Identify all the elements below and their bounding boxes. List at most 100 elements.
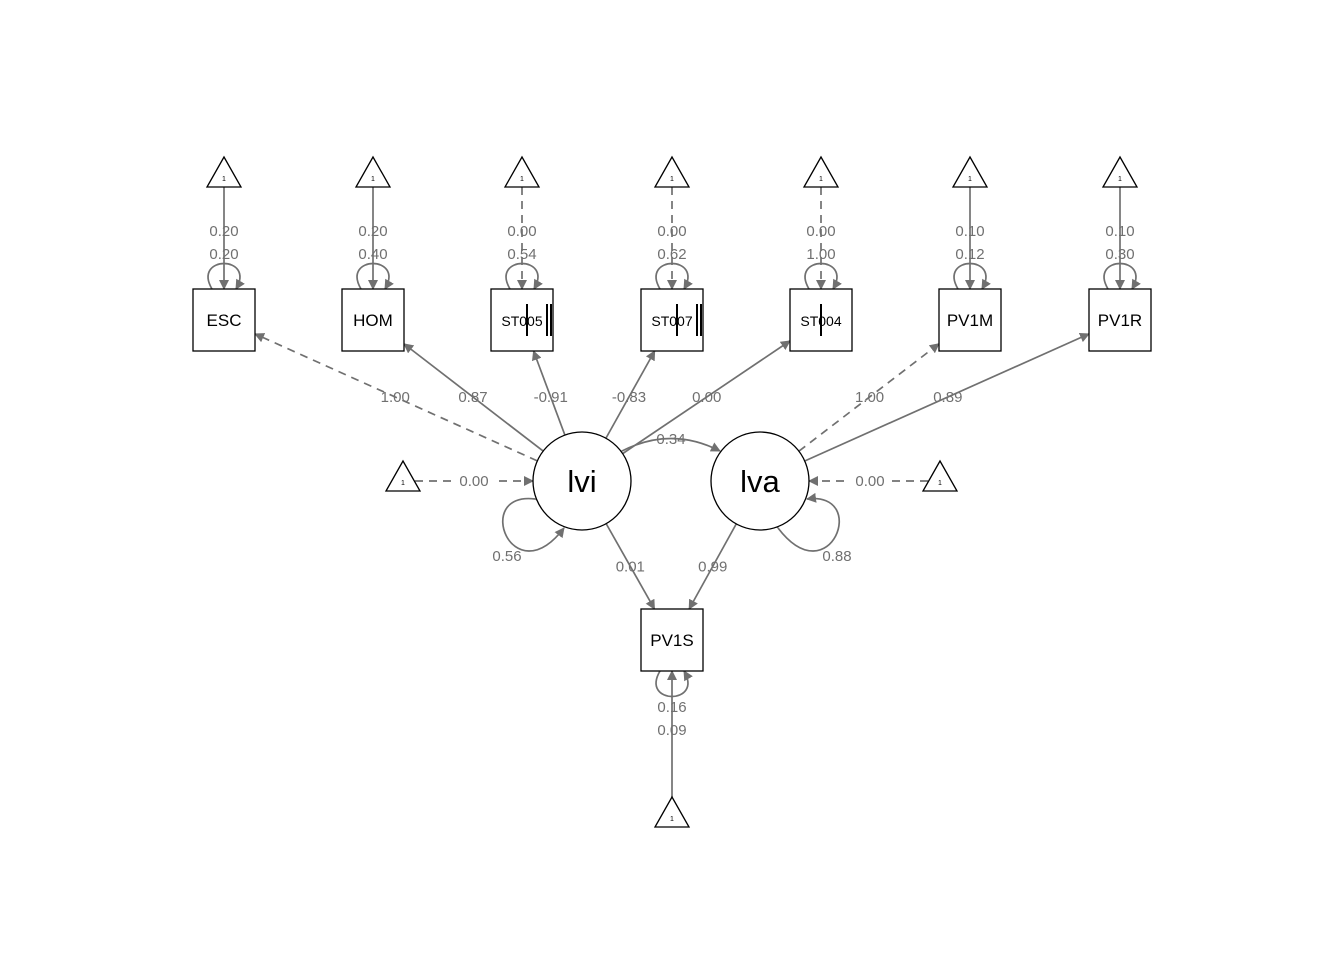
variance-label-lva: 0.88 [822,548,851,565]
loading-label-lva-PV1M: 1.00 [855,389,884,406]
loading-edge-lvi-ST005 [532,350,566,436]
intercept-label-PV1S: 0.09 [657,722,686,739]
intercept-triangle-ST004-label: 1 [819,176,823,183]
latent-node-lva: lva [710,431,810,531]
intercept-triangle-ST007: 1 [653,155,691,188]
intercept-triangle-PV1S: 1 [653,795,691,828]
intercept-label-ST007: 0.00 [657,223,686,240]
indicator-node-PV1M: PV1M [938,288,1002,352]
intercept-triangle-lva: 1 [921,459,959,492]
residual-label-ST005: 0.54 [507,246,536,263]
loading-label-lva-PV1R: 0.89 [933,389,962,406]
intercept-label-ESC: 0.20 [209,223,238,240]
latent-intercept-label-bg-lvi [454,472,494,490]
residual-label-ST004: 1.00 [806,246,835,263]
intercept-triangle-PV1S-shape [653,795,691,828]
loading-edge-lvi-PV1S [605,523,656,610]
residual-label-PV1M: 0.12 [955,246,984,263]
latent-node-lvi: lvi [532,431,632,531]
intercept-triangle-ST004-shape [802,155,840,188]
intercept-triangle-PV1S-label: 1 [670,816,674,823]
indicator-label-PV1R: PV1R [1098,311,1142,330]
indicator-box-PV1M [938,288,1002,352]
indicator-node-ST007: ST007 [640,288,704,352]
loading-edge-lvi-HOM [403,343,544,452]
indicator-label-PV1M: PV1M [947,311,993,330]
residual-loop-ST004 [804,262,842,300]
covariance-label: 0.34 [656,431,685,448]
latent-label-lva: lva [740,464,780,499]
indicator-box-ESC [192,288,256,352]
intercept-label-HOM: 0.20 [358,223,387,240]
intercept-triangle-PV1R: 1 [1101,155,1139,188]
indicator-node-ST004: ST004 [789,288,853,352]
loading-edge-lva-PV1M [798,343,940,452]
loading-label-lvi-PV1S: 0.01 [616,558,645,575]
indicator-node-ST005: ST005 [490,288,554,352]
indicator-box-PV1S [640,608,704,672]
intercept-triangle-ST004: 1 [802,155,840,188]
residual-loop-HOM [356,262,394,300]
indicator-box-ST007 [640,288,704,352]
indicator-label-PV1S: PV1S [650,631,693,650]
latent-label-lvi: lvi [567,464,596,499]
intercept-triangle-HOM-label: 1 [371,176,375,183]
latent-circle-lvi [532,431,632,531]
latent-intercept-label-lva: 0.00 [855,473,884,490]
intercept-triangle-HOM: 1 [354,155,392,188]
indicator-box-HOM [341,288,405,352]
loading-label-lva-PV1S: 0.99 [698,558,727,575]
loading-label-lvi-ST007: -0.83 [612,389,646,406]
loading-edge-lva-PV1R [804,332,1090,462]
intercept-triangle-ESC: 1 [205,155,243,188]
intercept-triangle-PV1R-shape [1101,155,1139,188]
intercept-triangle-lva-label: 1 [938,480,942,487]
residual-loop-PV1M [953,262,991,300]
latent-circle-lva [710,431,810,531]
intercept-triangle-ESC-label: 1 [222,176,226,183]
indicator-box-PV1R [1088,288,1152,352]
variance-loop-lvi [501,495,565,552]
indicator-label-HOM: HOM [353,311,393,330]
residual-loop-ST005 [505,262,543,300]
residual-loop-ST007 [655,262,693,300]
residual-loop-PV1S [655,660,693,698]
intercept-label-PV1R: 0.10 [1105,223,1134,240]
residual-label-ST007: 0.62 [657,246,686,263]
loading-edge-lvi-ST007 [605,350,656,439]
residual-label-ESC: 0.20 [209,246,238,263]
residual-label-PV1S: 0.16 [657,699,686,716]
variance-loop-lva [768,492,841,552]
indicator-box-ST005 [490,288,554,352]
intercept-label-ST005: 0.00 [507,223,536,240]
intercept-label-ST004: 0.00 [806,223,835,240]
residual-loop-ESC [207,262,245,300]
residual-loop-PV1R [1103,262,1141,300]
intercept-triangle-ST007-shape [653,155,691,188]
loading-label-lvi-ST005: -0.91 [534,389,568,406]
indicator-node-PV1S: PV1S [640,608,704,672]
indicator-label-ST005: ST005 [501,313,542,329]
loading-edge-lvi-ST004 [622,340,791,455]
latent-intercept-label-bg-lva [850,472,890,490]
indicator-label-ESC: ESC [207,311,242,330]
variance-label-lvi: 0.56 [492,548,521,565]
intercept-triangle-lvi-label: 1 [401,480,405,487]
intercept-triangle-HOM-shape [354,155,392,188]
indicator-node-ESC: ESC [192,288,256,352]
residual-label-HOM: 0.40 [358,246,387,263]
intercept-triangle-PV1R-label: 1 [1118,176,1122,183]
residual-label-PV1R: 0.30 [1105,246,1134,263]
intercept-triangle-PV1M-shape [951,155,989,188]
intercept-triangle-PV1M-label: 1 [968,176,972,183]
loading-label-lvi-ESC: 1.00 [381,389,410,406]
edges-layer [207,187,1141,797]
indicator-node-HOM: HOM [341,288,405,352]
intercept-triangle-ST005-label: 1 [520,176,524,183]
intercept-triangle-lva-shape [921,459,959,492]
loading-label-lvi-ST004: 0.00 [692,389,721,406]
loading-edge-lvi-ESC [254,333,538,462]
indicator-node-PV1R: PV1R [1088,288,1152,352]
